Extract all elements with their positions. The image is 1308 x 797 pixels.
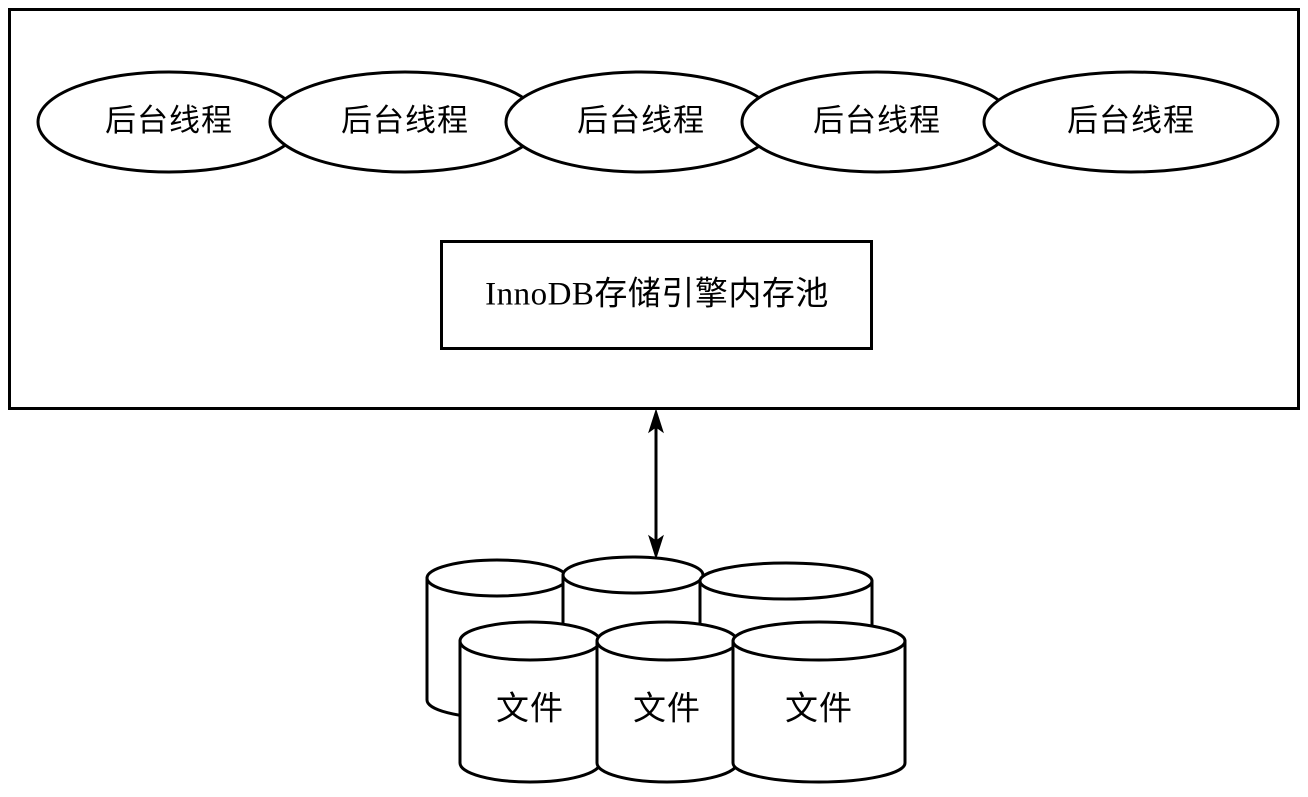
background-thread-label-2: 后台线程 (341, 103, 469, 138)
bidirectional-arrow (648, 408, 664, 560)
file-cylinder-front-3-label: 文件 (785, 691, 853, 728)
file-cylinder-front-1-label: 文件 (496, 691, 564, 728)
memory-pool-group[interactable]: InnoDB存储引擎内存池 (440, 240, 873, 350)
file-cylinder-front-2[interactable]: 文件 (595, 620, 739, 784)
file-cylinder-front-1[interactable]: 文件 (458, 620, 602, 784)
memory-pool-box[interactable] (440, 240, 873, 350)
background-thread-label-5: 后台线程 (1067, 103, 1195, 138)
background-thread-ellipse-5[interactable] (982, 70, 1280, 174)
file-cylinder-front-3-top (731, 620, 907, 662)
arrow-head-up (648, 408, 664, 434)
file-cylinder-back-3-top (698, 561, 874, 601)
background-thread-label-4: 后台线程 (813, 103, 941, 138)
file-cylinder-front-3[interactable]: 文件 (731, 620, 907, 784)
arrow-head-down (648, 534, 664, 560)
memory-pool-label: InnoDB存储引擎内存池 (485, 276, 829, 313)
file-cylinder-front-2-label: 文件 (633, 691, 701, 728)
file-cylinder-front-2-top (595, 620, 739, 662)
file-cylinder-front-2-body (595, 639, 739, 784)
storage-front-row: 文件 文件 文件 (458, 620, 907, 784)
background-thread-group: 后台线程 后台线程 后台线程 后台线程 后台线程 (36, 70, 1280, 174)
file-cylinder-back-2-top (561, 555, 705, 595)
background-thread-label-1: 后台线程 (105, 103, 233, 138)
background-thread-label-3: 后台线程 (577, 103, 705, 138)
file-cylinder-front-1-body (458, 639, 602, 784)
file-cylinder-back-1-top (425, 558, 569, 598)
file-cylinder-front-1-top (458, 620, 602, 662)
file-cylinder-front-3-body (731, 639, 907, 784)
